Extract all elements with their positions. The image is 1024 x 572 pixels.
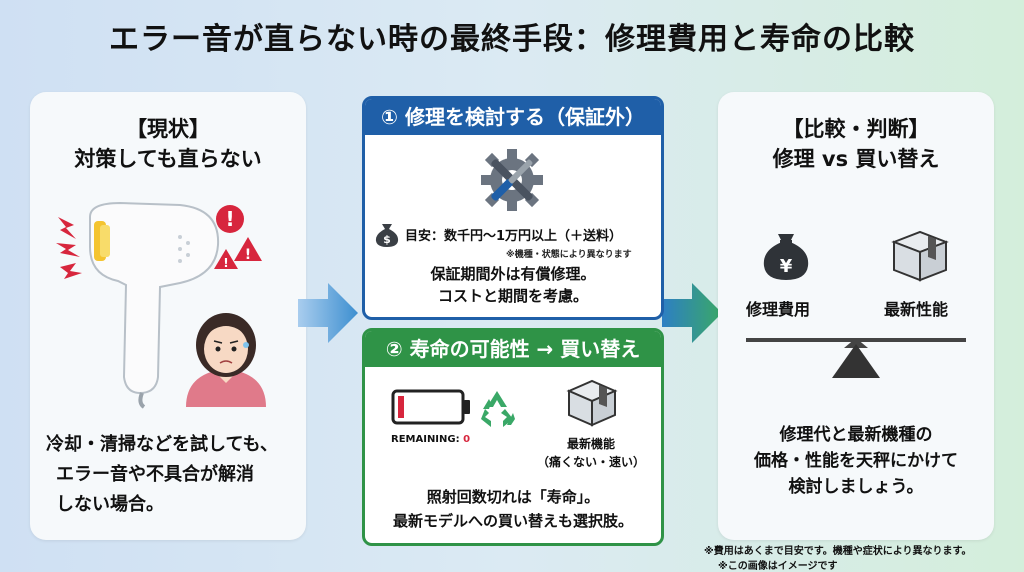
comparison-panel: 【比較・判断】 修理 vs 買い替え ¥ 修理費用 最新性能 修理代と最新機種の… bbox=[718, 92, 994, 540]
right-body-line3: 検討しましょう。 bbox=[788, 477, 924, 497]
left-body-line3: しない場合。 bbox=[56, 494, 164, 515]
repair-tools-icon bbox=[481, 149, 543, 211]
repair-option-box: ① 修理を検討する（保証外） $ 目安：数千円〜1万円以上（＋送料） ※機種・状… bbox=[362, 96, 664, 320]
svg-text:!: ! bbox=[223, 256, 228, 270]
balance-scale-icon bbox=[746, 338, 966, 378]
money-bag-icon: $ bbox=[375, 224, 399, 247]
right-body-line2: 価格・性能を天秤にかけて bbox=[754, 451, 958, 471]
repair-header: ① 修理を検討する（保証外） bbox=[365, 99, 661, 135]
left-heading-line1: 【現状】 bbox=[126, 117, 210, 141]
yen-symbol: ¥ bbox=[780, 256, 793, 277]
right-heading-line2: 修理 vs 買い替え bbox=[772, 147, 940, 171]
arrow-right-icon bbox=[662, 283, 722, 343]
scale-left-label: 修理費用 bbox=[746, 300, 811, 319]
recycle-icon bbox=[481, 391, 515, 427]
life-header: ② 寿命の可能性 → 買い替え bbox=[365, 331, 661, 367]
repair-body-line2: コストと期間を考慮。 bbox=[437, 287, 588, 305]
hair-removal-device-icon: ! ! ! bbox=[56, 201, 266, 409]
yen-bag-icon: ¥ bbox=[763, 234, 809, 280]
remaining-readout: REMAINING: 0 bbox=[391, 434, 470, 445]
life-body-line1: 照射回数切れは「寿命」。 bbox=[426, 488, 600, 506]
scale-right-label: 最新性能 bbox=[884, 300, 949, 319]
empty-battery-icon bbox=[391, 389, 470, 425]
new-model-line1: 最新機能 bbox=[566, 437, 615, 451]
right-heading-line1: 【比較・判断】 bbox=[782, 117, 930, 141]
svg-text:!: ! bbox=[225, 207, 234, 231]
repair-cost: 目安：数千円〜1万円以上（＋送料） bbox=[405, 229, 623, 244]
svg-text:$: $ bbox=[383, 233, 391, 246]
footnote-image: ※この画像はイメージです bbox=[718, 561, 838, 572]
repair-body-line1: 保証期間外は有償修理。 bbox=[430, 265, 596, 283]
left-heading-line2: 対策しても直らない bbox=[74, 147, 262, 171]
svg-text:!: ! bbox=[245, 247, 251, 263]
footnote-cost: ※費用はあくまで目安です。機種や症状により異なります。 bbox=[704, 546, 972, 557]
new-model-line2: （痛くない・速い） bbox=[536, 455, 645, 469]
left-body-line2: エラー音や不具合が解消 bbox=[56, 464, 254, 485]
page-title: エラー音が直らない時の最終手段：修理費用と寿命の比較 bbox=[109, 22, 915, 57]
new-product-box-icon bbox=[566, 379, 618, 427]
new-product-box-icon bbox=[891, 230, 949, 282]
right-body-line1: 修理代と最新機種の bbox=[779, 425, 933, 445]
repair-cost-note: ※機種・状態により異なります bbox=[506, 250, 632, 260]
left-body-line1: 冷却・清掃などを試しても、 bbox=[46, 434, 279, 455]
arrow-right-icon bbox=[298, 283, 358, 343]
remaining-label: REMAINING: bbox=[391, 434, 460, 445]
remaining-value: 0 bbox=[463, 434, 471, 445]
current-status-panel: 【現状】 対策しても直らない ! ! ! bbox=[30, 92, 306, 540]
life-body-line2: 最新モデルへの買い替えも選択肢。 bbox=[392, 512, 633, 530]
replacement-option-box: ② 寿命の可能性 → 買い替え REMAINING: 0 最新機能 （痛くない・… bbox=[362, 328, 664, 546]
